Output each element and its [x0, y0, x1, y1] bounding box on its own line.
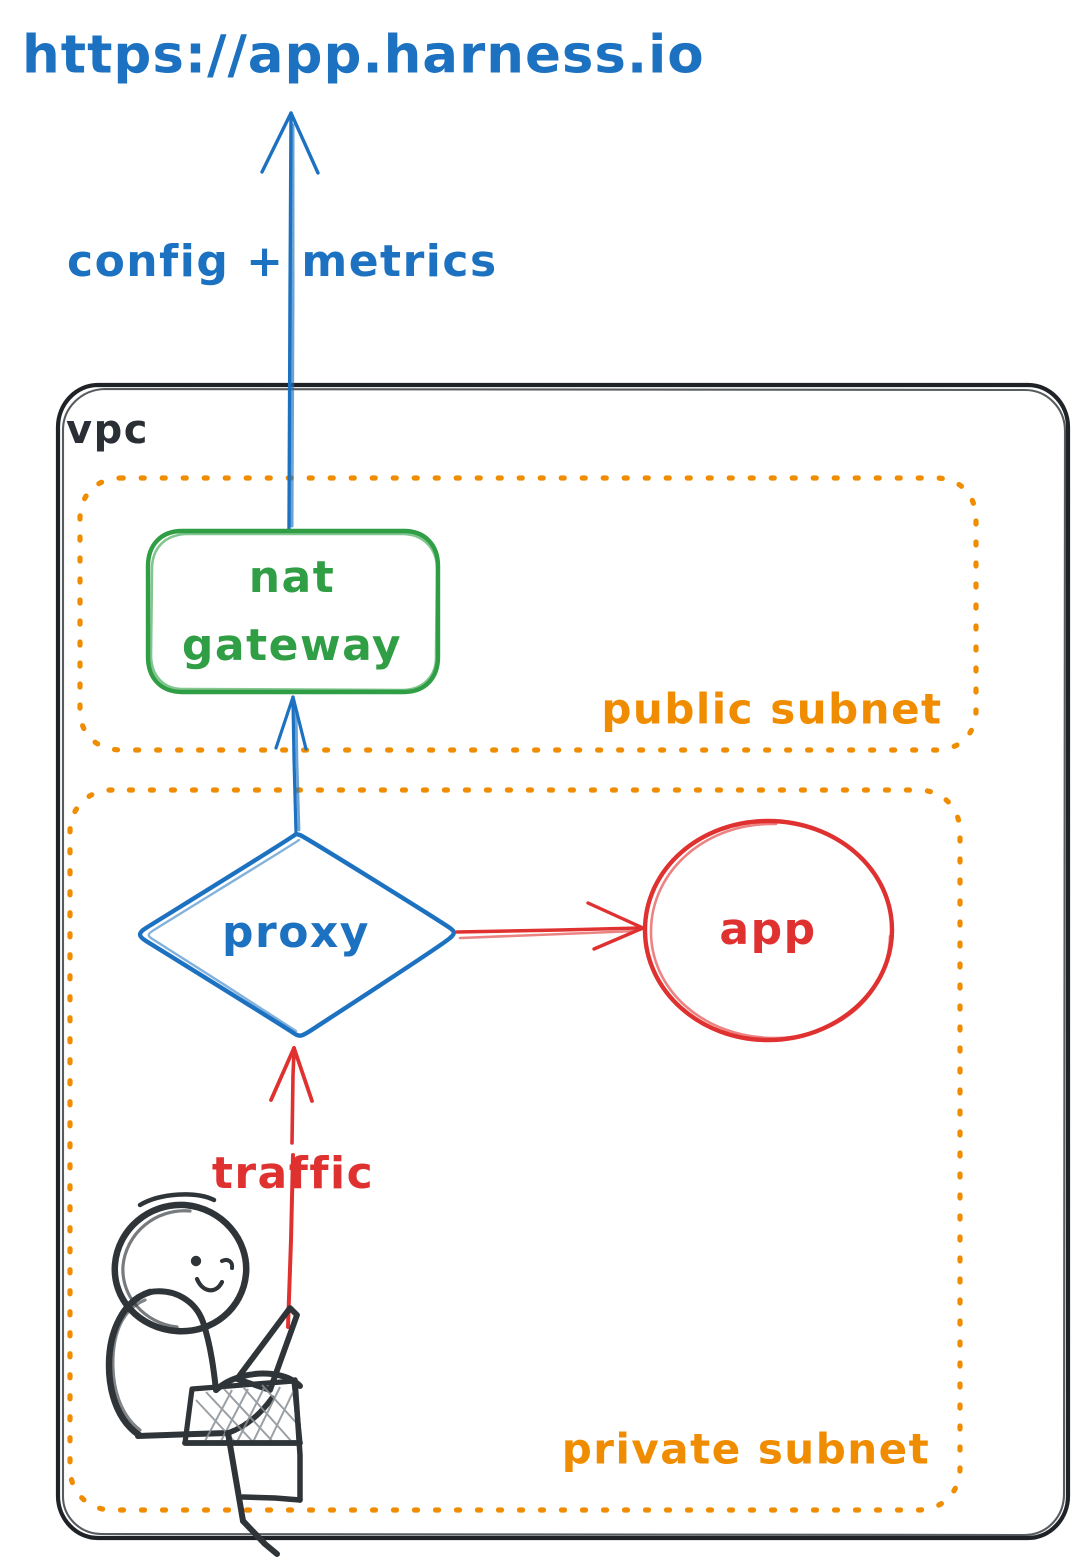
eye-dot — [190, 1255, 202, 1267]
edge-proxy-to-app — [455, 901, 645, 951]
app-label: app — [719, 904, 816, 955]
node-proxy[interactable]: proxy — [137, 831, 456, 1038]
private-subnet-label: private subnet — [562, 1425, 931, 1474]
edge-nat-to-internet: config + metrics — [67, 111, 498, 532]
person-with-laptop-icon — [105, 1192, 303, 1557]
nat-gateway-label-line1: nat — [249, 552, 336, 603]
private-subnet-container: private subnet — [67, 787, 963, 1513]
vpc-container: vpc — [55, 382, 1071, 1541]
edge-proxy-to-nat — [274, 695, 308, 835]
public-subnet-container: public subnet — [77, 475, 979, 753]
traffic-label: traffic — [212, 1148, 374, 1199]
external-url-label[interactable]: https://app.harness.io — [22, 25, 705, 86]
node-app[interactable]: app — [642, 818, 895, 1043]
proxy-label: proxy — [222, 907, 370, 958]
arrow-up-icon — [269, 1046, 314, 1103]
vpc-label: vpc — [66, 407, 149, 453]
laptop-keyboard-hatch — [195, 1384, 301, 1444]
node-nat-gateway[interactable]: nat gateway — [145, 528, 441, 695]
config-metrics-label: config + metrics — [67, 236, 498, 287]
arrow-up-icon — [274, 695, 308, 751]
nat-gateway-label-line2: gateway — [182, 620, 402, 671]
public-subnet-label: public subnet — [601, 685, 942, 734]
edge-user-to-proxy: traffic — [212, 1046, 374, 1329]
arrow-up-icon — [260, 111, 320, 175]
arrow-right-icon — [586, 901, 645, 951]
